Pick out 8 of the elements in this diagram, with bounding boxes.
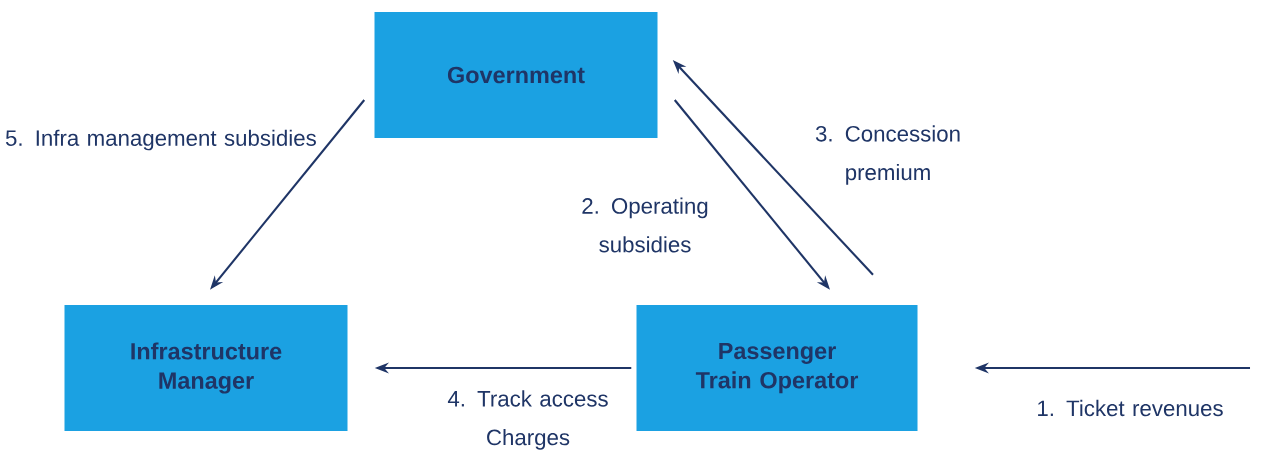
edge-label: 1. Ticket revenues	[1038, 399, 1223, 417]
process-box: Government	[374, 12, 658, 138]
edge-label: 4. Track access Charges	[447, 390, 608, 450]
edge-label: 5. Infra management subsidies	[5, 129, 316, 151]
process-box: Infrastructure Manager	[64, 305, 348, 431]
process-box: Passenger Train Operator	[636, 305, 918, 431]
edge-label: 3. Concession premium	[815, 125, 960, 185]
edge-label: 2. Operating subsidies	[582, 197, 708, 253]
